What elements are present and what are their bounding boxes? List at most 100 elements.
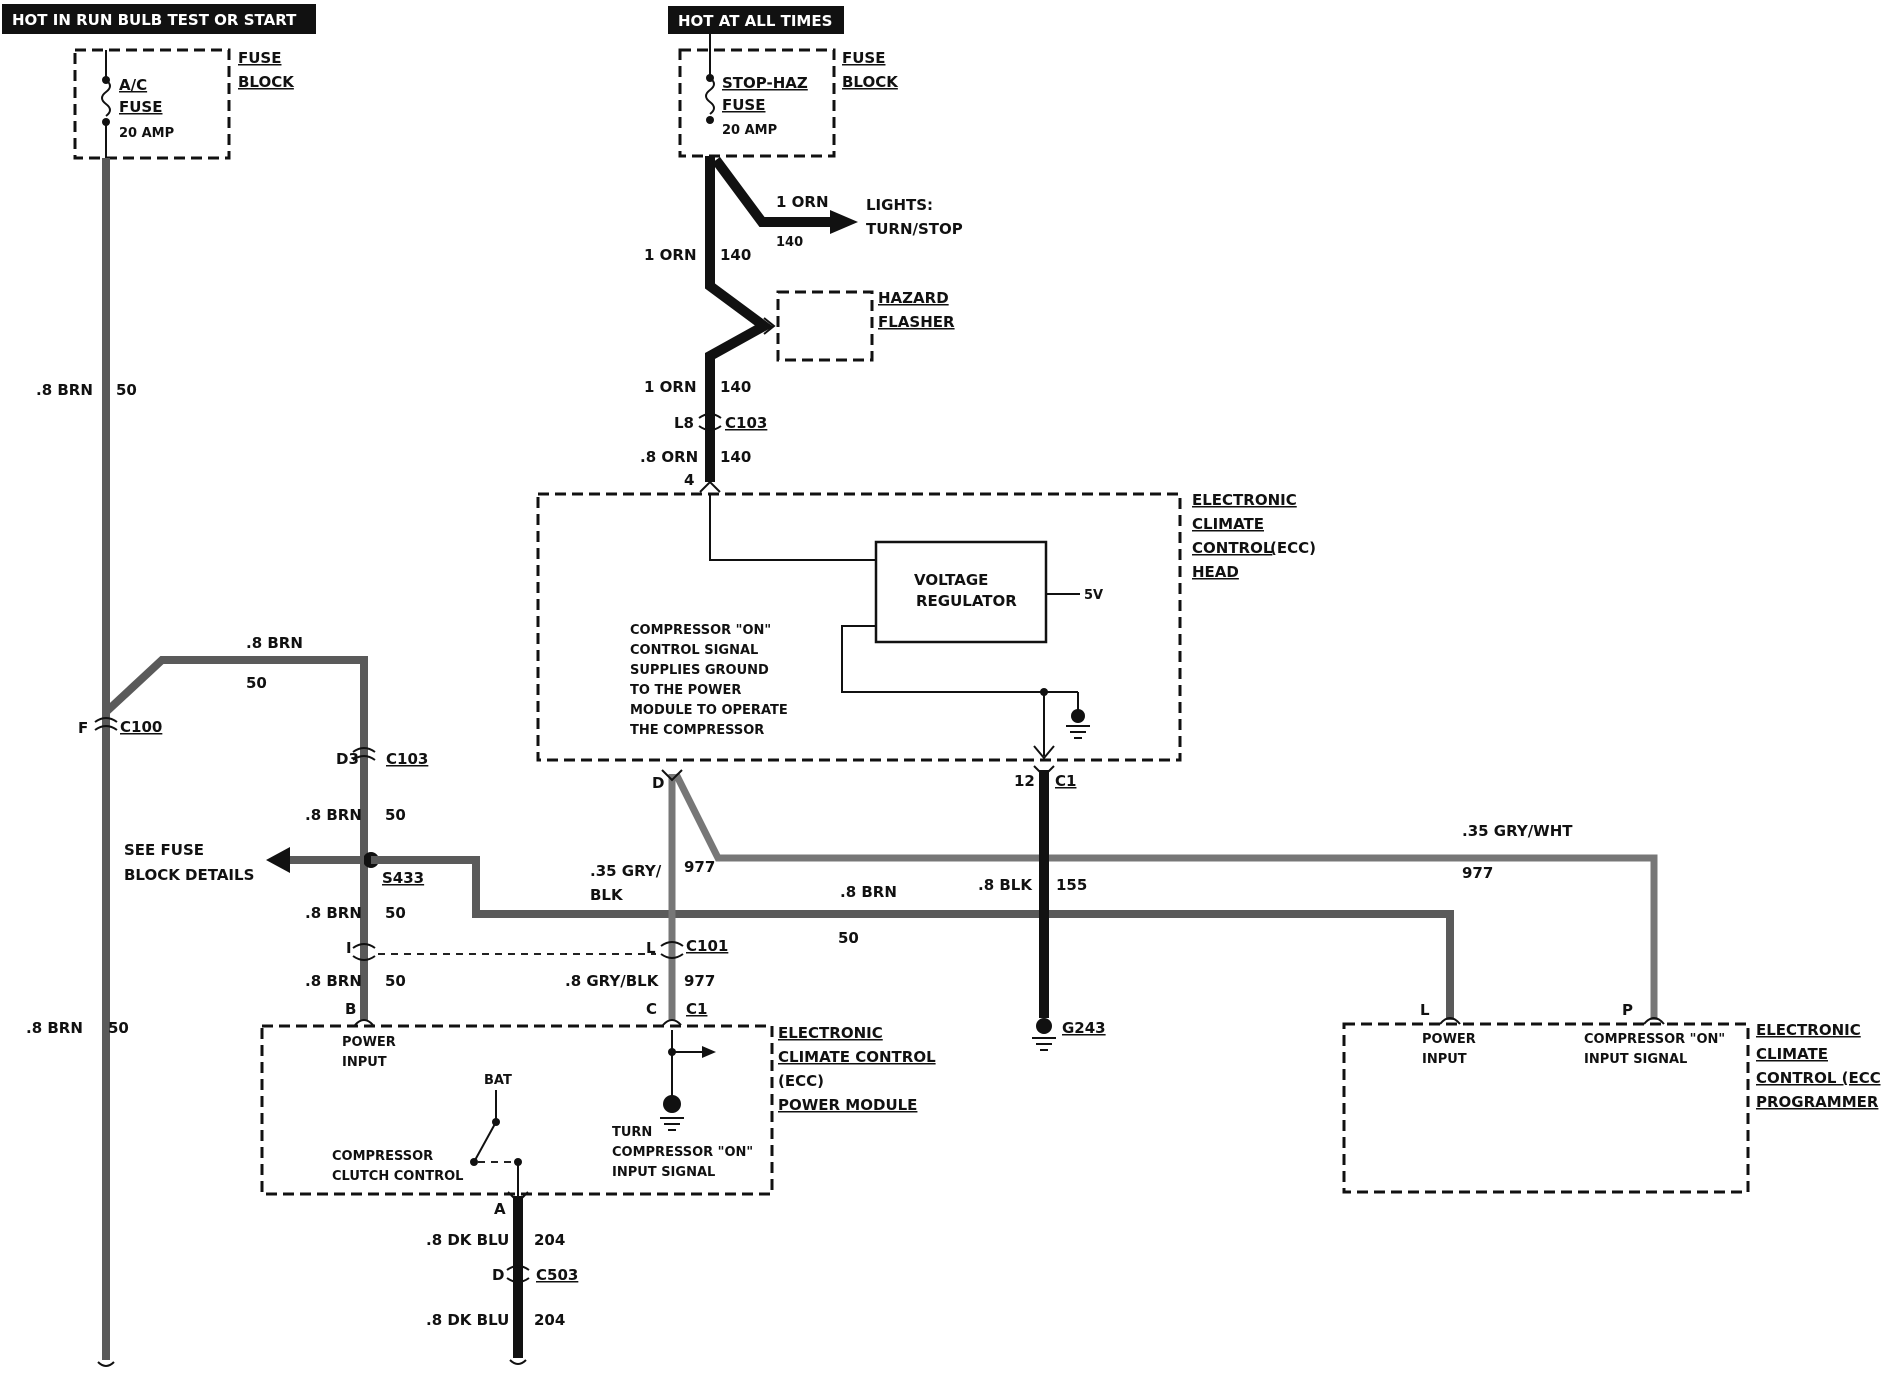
fuse-left-block1: FUSE — [238, 49, 281, 67]
label-orn-08-ckt: 140 — [720, 448, 751, 466]
pm-clutch2: CLUTCH CONTROL — [332, 1169, 463, 1184]
label-dk-blu1: .8 DK BLU — [426, 1231, 509, 1249]
label-c1-head: C1 — [1055, 772, 1076, 790]
fuse-center-block1: FUSE — [842, 49, 885, 67]
pm-line4: POWER MODULE — [778, 1096, 917, 1114]
lights-label1: LIGHTS: — [866, 196, 933, 214]
label-blk: .8 BLK — [978, 876, 1033, 894]
fuse-block-left: A/C FUSE 20 AMP FUSE BLOCK — [73, 48, 295, 160]
prog-comp1: COMPRESSOR "ON" — [1584, 1032, 1725, 1047]
banner-left-text: HOT IN RUN BULB TEST OR START — [12, 11, 297, 29]
fuse-center-rating: 20 AMP — [722, 123, 777, 138]
connector-c100: F C100 .8 BRN 50 — [78, 634, 368, 1020]
label-gry-blk2: BLK — [590, 886, 624, 904]
pm-turn1: TURN — [612, 1125, 652, 1140]
label-lights-ckt: 140 — [776, 235, 803, 250]
fuse-center-block2: BLOCK — [842, 73, 899, 91]
regulator-label2: REGULATOR — [916, 592, 1017, 610]
label-brn-left: .8 BRN — [36, 381, 93, 399]
see-fuse-line2: BLOCK DETAILS — [124, 866, 254, 884]
wire-orange: 1 ORN 140 LIGHTS: TURN/STOP HAZARD FLASH… — [640, 156, 963, 493]
label-pin-d-c503: D — [492, 1266, 504, 1284]
label-orn-upper-ckt: 140 — [720, 246, 751, 264]
label-orn-upper: 1 ORN — [644, 246, 697, 264]
banner-center-text: HOT AT ALL TIMES — [678, 12, 832, 30]
label-g243: G243 — [1062, 1019, 1106, 1037]
lights-label2: TURN/STOP — [866, 220, 963, 238]
label-brn-b-ckt: 50 — [385, 904, 406, 922]
label-dk-blu2-ckt: 204 — [534, 1311, 565, 1329]
label-brn-left-bottom: .8 BRN — [26, 1019, 83, 1037]
label-brn-c: .8 BRN — [305, 972, 362, 990]
label-brn-left-ckt: 50 — [116, 381, 137, 399]
ecc-power-module: POWER INPUT TURN COMPRESSOR "ON" INPUT S… — [260, 1024, 936, 1196]
fuse-center-name2: FUSE — [722, 96, 765, 114]
fuse-left-rating: 20 AMP — [119, 126, 174, 141]
label-gry-blk1: .35 GRY/ — [590, 862, 662, 880]
ecc-note-4: MODULE TO OPERATE — [630, 703, 788, 718]
prog-line1: ELECTRONIC — [1756, 1021, 1861, 1039]
prog-line4: PROGRAMMER — [1756, 1093, 1879, 1111]
label-c503: C503 — [536, 1266, 578, 1284]
ecc-head-line2: CLIMATE — [1192, 515, 1264, 533]
label-blk-ckt: 155 — [1056, 876, 1087, 894]
label-pin-c: C — [646, 1000, 657, 1018]
ecc-note-1: CONTROL SIGNAL — [630, 643, 758, 658]
label-c103-mid: C103 — [386, 750, 428, 768]
label-pin-i: I — [346, 939, 352, 957]
pm-turn2: COMPRESSOR "ON" — [612, 1145, 753, 1160]
label-c100: C100 — [120, 718, 162, 736]
label-dk-blu2: .8 DK BLU — [426, 1311, 509, 1329]
pm-line3: (ECC) — [778, 1072, 824, 1090]
label-pin4: 4 — [684, 471, 694, 489]
see-fuse-line1: SEE FUSE — [124, 841, 204, 859]
label-gry-blk-08-ckt: 977 — [684, 972, 715, 990]
wire-left-brown: .8 BRN 50 .8 BRN 50 — [26, 158, 137, 1367]
hazard-label1: HAZARD — [878, 289, 949, 307]
label-s433: S433 — [382, 869, 424, 887]
label-dk-blu1-ckt: 204 — [534, 1231, 565, 1249]
pm-turn3: INPUT SIGNAL — [612, 1165, 715, 1180]
prog-comp2: INPUT SIGNAL — [1584, 1052, 1687, 1067]
ecc-note-3: TO THE POWER — [630, 683, 741, 698]
label-brn-left-bottom-ckt: 50 — [108, 1019, 129, 1037]
label-brn-horiz-ckt: 50 — [838, 929, 859, 947]
regulator-label1: VOLTAGE — [914, 571, 988, 589]
fuse-left-name1: A/C — [119, 76, 147, 94]
label-gry-blk-08: .8 GRY/BLK — [565, 972, 660, 990]
label-pin-a: A — [494, 1200, 506, 1218]
connector-i-b: I .8 BRN 50 B — [305, 939, 656, 1026]
label-brn-a-ckt: 50 — [385, 806, 406, 824]
hazard-label2: FLASHER — [878, 313, 955, 331]
banner-left: HOT IN RUN BULB TEST OR START — [2, 4, 316, 34]
label-c1-pm: C1 — [686, 1000, 707, 1018]
label-gry-wht-ckt: 977 — [1462, 864, 1493, 882]
label-c101: C101 — [686, 937, 728, 955]
label-brn-top: .8 BRN — [246, 634, 303, 652]
ecc-head-line3b: (ECC) — [1270, 539, 1316, 557]
label-l8: L8 — [674, 414, 694, 432]
wire-dark-blue: A .8 DK BLU 204 D C503 .8 DK BLU 204 — [426, 1191, 578, 1365]
label-brn-top-ckt: 50 — [246, 674, 267, 692]
label-gry-blk-ckt: 977 — [684, 858, 715, 876]
label-pin-p-prog: P — [1622, 1001, 1633, 1019]
pm-power2: INPUT — [342, 1055, 387, 1070]
ecc-head-line1: ELECTRONIC — [1192, 491, 1297, 509]
label-pin-l: L — [646, 939, 656, 957]
wire-black-ground: 12 C1 .8 BLK 155 G243 — [978, 765, 1106, 1051]
ecc-head-line3: CONTROL — [1192, 539, 1273, 557]
label-pin-l-prog: L — [1420, 1001, 1430, 1019]
prog-line2: CLIMATE — [1756, 1045, 1828, 1063]
label-orn-lower-ckt: 140 — [720, 378, 751, 396]
label-pin-b: B — [345, 1000, 356, 1018]
fuse-left-block2: BLOCK — [238, 73, 295, 91]
splice-s433: S433 SEE FUSE BLOCK DETAILS .8 BRN 50 .8… — [124, 841, 1454, 1020]
label-pin-f: F — [78, 719, 88, 737]
pm-bat: BAT — [484, 1073, 512, 1088]
banner-center: HOT AT ALL TIMES — [668, 6, 844, 34]
ecc-note-2: SUPPLIES GROUND — [630, 663, 769, 678]
label-orn-08: .8 ORN — [640, 448, 698, 466]
fuse-center-name1: STOP-HAZ — [722, 74, 808, 92]
label-brn-c-ckt: 50 — [385, 972, 406, 990]
label-brn-b: .8 BRN — [305, 904, 362, 922]
